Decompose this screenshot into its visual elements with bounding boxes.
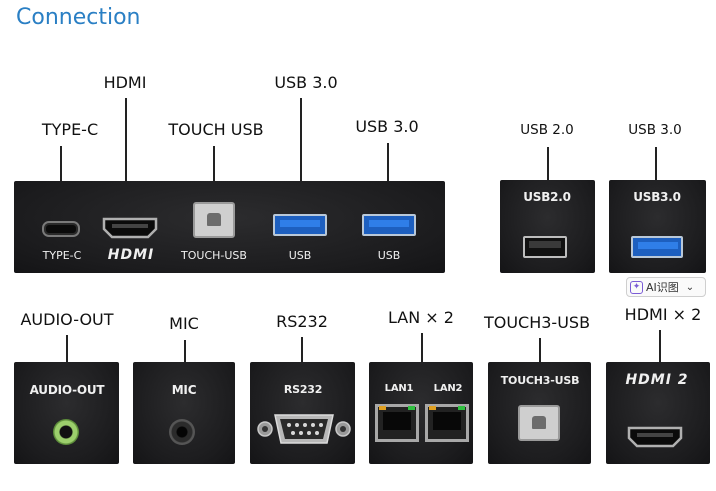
label-hdmi-x2: HDMI × 2 bbox=[624, 305, 702, 324]
hdmi-port bbox=[102, 217, 158, 239]
leader-line-usb30-b bbox=[387, 143, 389, 192]
panel-label-mic: MIC bbox=[171, 383, 197, 397]
panel-label-lan2: LAN2 bbox=[433, 383, 463, 394]
leader-line-type-c bbox=[60, 146, 62, 192]
lan1-port bbox=[375, 404, 419, 442]
leader-line-usb30-a bbox=[300, 98, 302, 192]
label-mic: MIC bbox=[169, 314, 199, 333]
sparkle-icon: ✦ bbox=[630, 280, 643, 294]
usb-b-port bbox=[193, 202, 235, 238]
panel-label-lan1: LAN1 bbox=[384, 383, 414, 394]
label-usb30-side: USB 3.0 bbox=[628, 122, 682, 138]
leader-line-hdmi bbox=[125, 98, 127, 192]
leader-line-usb20-side bbox=[547, 147, 549, 180]
label-usb30-b: USB 3.0 bbox=[355, 117, 419, 136]
label-usb30-a: USB 3.0 bbox=[274, 73, 338, 92]
chevron-down-icon: ⌄ bbox=[685, 281, 695, 293]
ai-image-recognition-button[interactable]: ✦ AI识图 ⌄ bbox=[626, 277, 706, 297]
usb-c-port bbox=[42, 221, 80, 237]
panel-label-touch-usb: TOUCH-USB bbox=[181, 249, 247, 262]
panel-label-usb20: USB2.0 bbox=[523, 190, 571, 204]
panel-label-usb-b: USB bbox=[377, 249, 401, 262]
leader-line-hdmi-x2 bbox=[659, 330, 661, 363]
panel-label-type-c: TYPE-C bbox=[42, 249, 82, 262]
panel-label-rs232: RS232 bbox=[283, 383, 323, 396]
lan2-port bbox=[425, 404, 469, 442]
leader-line-audio-out bbox=[66, 335, 68, 363]
label-audio-out: AUDIO-OUT bbox=[20, 310, 114, 329]
leader-line-rs232 bbox=[301, 337, 303, 363]
usb2-port bbox=[523, 236, 567, 258]
db9-serial-port bbox=[257, 410, 351, 448]
leader-line-touch3-usb bbox=[539, 338, 541, 363]
leader-line-touch-usb bbox=[213, 146, 215, 192]
label-touch3-usb: TOUCH3-USB bbox=[483, 313, 591, 332]
label-lan: LAN × 2 bbox=[388, 308, 454, 327]
ai-button-label: AI识图 bbox=[646, 281, 679, 294]
hdmi2-port bbox=[627, 426, 683, 448]
leader-line-lan bbox=[421, 333, 423, 363]
label-rs232: RS232 bbox=[276, 312, 328, 331]
mic-jack bbox=[169, 419, 195, 445]
panel-label-hdmi: HDMI bbox=[107, 247, 155, 263]
rs232-panel bbox=[250, 362, 355, 464]
panel-label-audio-out: AUDIO-OUT bbox=[29, 383, 105, 397]
audio-out-panel bbox=[14, 362, 119, 464]
label-usb20-side: USB 2.0 bbox=[520, 122, 574, 138]
leader-line-mic bbox=[184, 340, 186, 363]
page-title: Connection bbox=[16, 5, 141, 30]
mic-panel bbox=[133, 362, 235, 464]
label-type-c: TYPE-C bbox=[41, 120, 99, 139]
panel-label-usb30: USB3.0 bbox=[633, 190, 681, 204]
audio-out-jack bbox=[53, 419, 79, 445]
usb3-port-b bbox=[362, 214, 416, 236]
panel-label-usb-a: USB bbox=[288, 249, 312, 262]
usb3-port-a bbox=[273, 214, 327, 236]
panel-label-hdmi2: HDMI 2 bbox=[625, 372, 689, 388]
label-hdmi: HDMI bbox=[103, 73, 147, 92]
label-touch-usb: TOUCH USB bbox=[168, 120, 264, 139]
leader-line-usb30-side bbox=[655, 147, 657, 180]
touch3-usb-b-port bbox=[518, 405, 560, 441]
usb3-port-side bbox=[631, 236, 683, 258]
panel-label-touch3-usb: TOUCH3-USB bbox=[500, 374, 580, 387]
